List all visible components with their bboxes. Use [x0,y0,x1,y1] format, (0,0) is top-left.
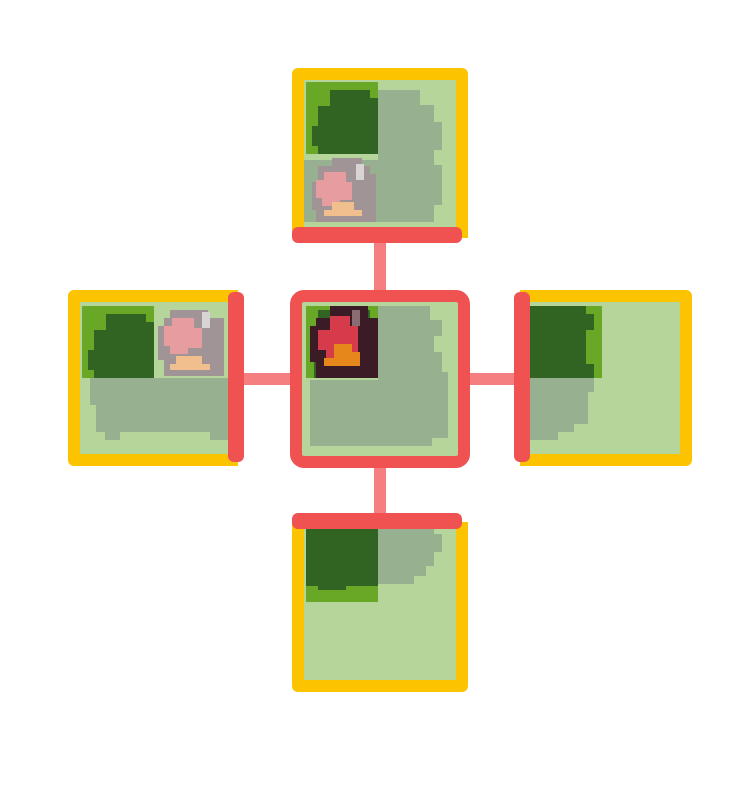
grass-shadow [90,378,232,440]
connector-south [374,465,386,515]
grass-shadow [378,526,442,584]
connector-east [465,373,515,385]
grass-shadow [526,378,594,440]
room-south[interactable] [292,513,468,692]
room-east[interactable] [514,290,692,466]
ghost-bird-icon [158,310,224,376]
room-door-right [228,292,244,462]
connector-north [374,240,386,290]
room-border [68,290,238,466]
bush-icon [526,306,594,378]
room-border [292,68,468,238]
room-border [290,290,470,468]
bush-icon [312,90,378,154]
bush-icon [88,314,154,378]
bush-icon [306,526,378,590]
ghost-bird-icon [312,158,376,222]
room-door-top [292,513,462,529]
room-border [520,290,692,466]
room-center-selected[interactable] [290,290,470,468]
room-north[interactable] [292,68,468,243]
room-west[interactable] [68,290,244,466]
room-door-bottom [292,227,462,243]
room-border [292,522,468,692]
red-bird-enemy-icon [310,306,378,378]
connector-west [240,373,290,385]
grass-shadow [310,306,448,446]
room-door-left [514,292,530,462]
